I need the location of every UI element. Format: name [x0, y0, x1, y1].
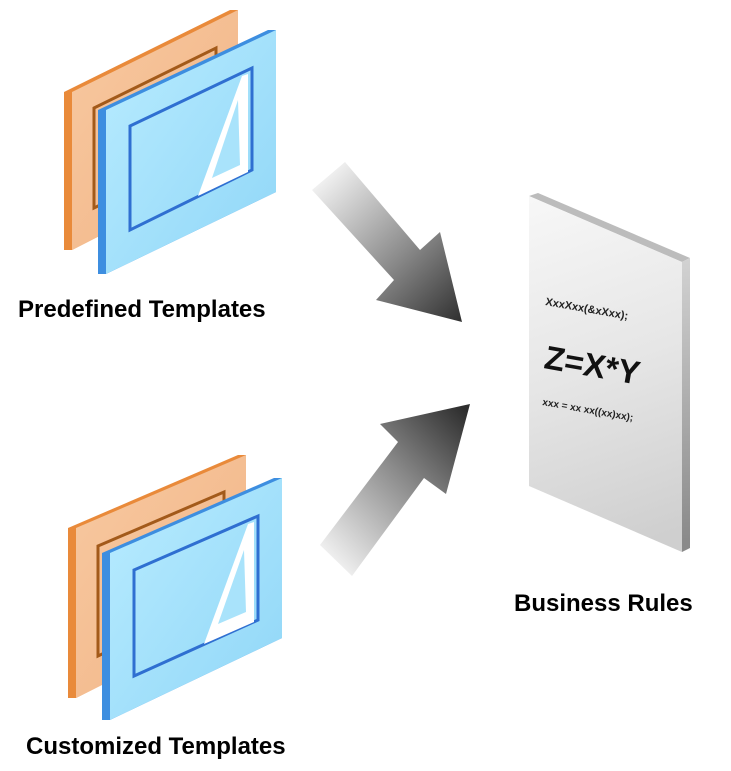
business-rules-document-icon	[529, 193, 690, 552]
predefined-template-stack-icon	[64, 10, 276, 274]
predefined-templates-label: Predefined Templates	[18, 296, 266, 323]
customized-templates-label: Customized Templates	[26, 733, 286, 760]
template-front-sheet	[98, 30, 276, 274]
business-rules-label: Business Rules	[514, 590, 693, 617]
arrow-icon-customized-to-rules	[320, 404, 470, 576]
arrow-icon-predefined-to-rules	[312, 162, 462, 322]
template-front-sheet	[102, 478, 282, 720]
customized-template-stack-icon	[68, 455, 282, 720]
